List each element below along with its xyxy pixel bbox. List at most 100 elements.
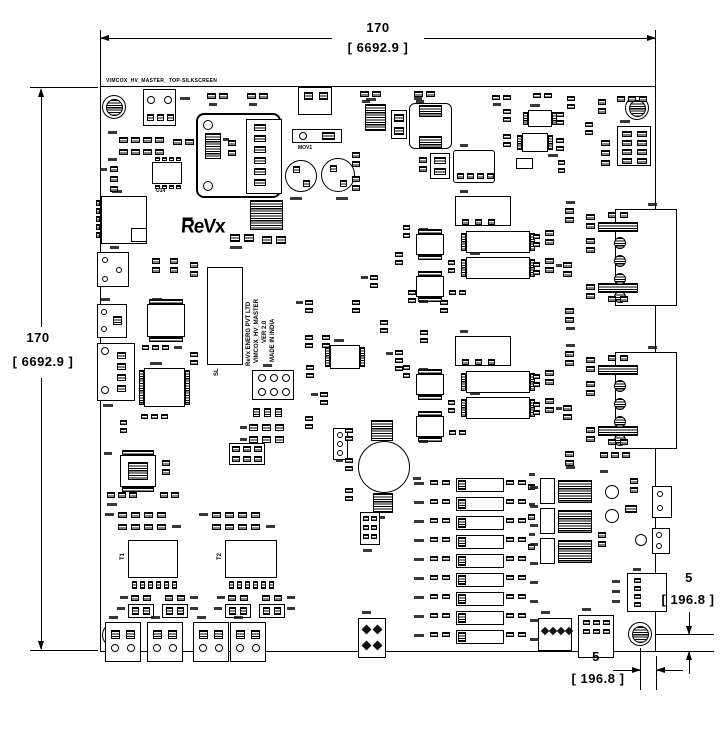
solder-pad <box>403 373 410 378</box>
solder-pad <box>545 239 554 245</box>
extension-line <box>655 30 656 87</box>
solder-pad <box>506 613 514 618</box>
solder-pad <box>177 607 184 615</box>
solder-pad <box>247 93 256 99</box>
solder-pad <box>430 480 438 485</box>
solder-pad <box>503 142 511 147</box>
solder-pad <box>506 480 514 485</box>
solder-pad <box>503 109 511 114</box>
circular-pad <box>337 432 343 438</box>
solder-pad <box>162 157 167 161</box>
solder-pad <box>261 581 266 589</box>
solder-pad <box>608 355 616 361</box>
solder-pad <box>96 216 100 222</box>
circular-pad <box>199 644 207 652</box>
solder-pad <box>558 480 592 503</box>
solder-pad <box>533 242 540 247</box>
dimension-line <box>689 612 690 634</box>
extension-line <box>30 650 98 651</box>
ref-designator-mark <box>209 103 217 106</box>
solder-pad <box>477 173 484 179</box>
dimension-line <box>41 90 42 327</box>
ic-pins <box>418 271 442 276</box>
solder-pad <box>620 439 628 445</box>
solder-pad <box>434 168 446 175</box>
ref-designator-mark <box>362 611 371 614</box>
ref-designator-mark <box>108 131 117 134</box>
solder-pad <box>442 613 450 618</box>
solder-pad <box>603 629 610 634</box>
solder-pad <box>363 534 369 539</box>
solder-pad <box>190 360 198 365</box>
solder-pad <box>190 352 198 357</box>
solder-pad <box>212 512 221 518</box>
solder-pad <box>118 524 127 530</box>
solder-pad <box>157 524 166 530</box>
ref-designator-mark <box>529 533 535 536</box>
solder-pad <box>558 510 592 533</box>
solder-pad <box>237 581 242 589</box>
circular-pad <box>101 326 107 332</box>
ic-component <box>416 234 444 255</box>
ref-designator-mark <box>362 100 370 103</box>
solder-pad <box>622 158 632 164</box>
solder-pad <box>586 223 595 229</box>
solder-pad <box>545 267 554 273</box>
solder-pad <box>586 366 595 372</box>
ic-pins <box>122 450 154 455</box>
solder-pad <box>345 496 353 501</box>
solder-pad <box>488 219 495 225</box>
solder-pad <box>205 133 221 159</box>
solder-pad <box>345 436 353 441</box>
solder-pad <box>113 316 122 325</box>
solder-pad <box>262 595 270 601</box>
solder-pad <box>254 456 262 462</box>
solder-pad <box>506 518 514 523</box>
ref-designator-mark <box>582 608 591 611</box>
circular-pad <box>101 347 109 355</box>
circular-pad <box>270 374 278 382</box>
circular-pad <box>258 388 266 396</box>
solder-pad <box>141 414 148 419</box>
solder-pad <box>131 595 139 601</box>
solder-pad <box>244 234 254 242</box>
mounting-hole-barrel <box>631 625 649 643</box>
solder-pad <box>352 152 360 158</box>
ref-designator-mark <box>217 596 225 599</box>
ref-designator-mark <box>336 197 348 200</box>
solder-pad <box>304 92 313 100</box>
component-outline <box>152 162 182 184</box>
ref-designator-mark <box>460 330 468 333</box>
ic-component <box>147 304 185 337</box>
circular-pad <box>614 255 626 267</box>
solder-pad <box>558 168 565 173</box>
solder-pad <box>430 518 438 523</box>
solder-pad <box>131 137 140 143</box>
ref-designator-mark <box>214 607 222 610</box>
circular-pad <box>153 644 161 652</box>
solder-pad <box>518 575 526 580</box>
circular-pad <box>111 644 119 652</box>
solder-pad <box>254 168 266 175</box>
solder-pad <box>458 613 466 623</box>
solder-pad <box>363 525 369 530</box>
solder-pad <box>126 630 135 639</box>
ref-designator-mark <box>530 619 538 622</box>
solder-pad <box>634 578 641 583</box>
solder-pad <box>565 217 574 223</box>
solder-pad <box>403 365 410 370</box>
solder-pad <box>305 335 313 340</box>
ic-pins <box>418 255 442 260</box>
solder-pad <box>506 499 514 504</box>
solder-pad <box>563 414 572 420</box>
solder-pad <box>330 165 337 172</box>
solder-pad <box>340 180 347 187</box>
solder-pad <box>628 96 636 102</box>
solder-pad <box>148 581 153 589</box>
solder-pad <box>162 185 167 189</box>
ref-designator-mark <box>366 98 376 101</box>
solder-pad <box>129 492 137 498</box>
circular-pad <box>116 267 122 273</box>
solder-pad <box>155 185 160 189</box>
solder-pad <box>170 258 178 264</box>
